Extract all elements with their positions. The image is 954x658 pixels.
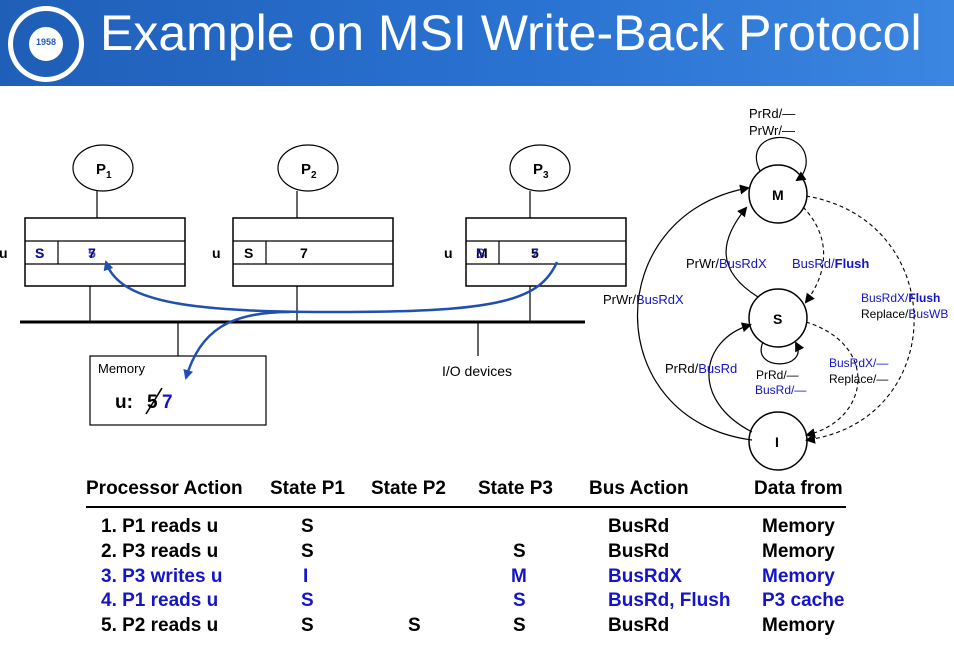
cell-action: 3. P3 writes u	[101, 566, 223, 587]
state-i-label: I	[775, 434, 779, 450]
title-bar: 1958 Example on MSI Write-Back Protocol	[0, 0, 954, 86]
s-to-m-label: PrWr/BusRdX	[686, 256, 767, 271]
state-s-label: S	[773, 311, 782, 327]
state-m-label: M	[772, 187, 784, 203]
cell-action: 5. P2 reads u	[101, 615, 219, 636]
p3-label: P3	[533, 161, 549, 181]
s-self-label-2: BusRd/—	[755, 383, 806, 397]
cell-p2: S	[408, 615, 421, 636]
col-header-p1: State P1	[270, 478, 345, 499]
col-header-bus: Bus Action	[589, 478, 689, 499]
s-to-i-label-2: Replace/—	[829, 372, 888, 386]
cell-from: Memory	[762, 516, 835, 537]
col-header-p3: State P3	[478, 478, 553, 499]
cache-p2-value: 7	[300, 245, 308, 261]
cell-bus: BusRdX	[608, 566, 682, 587]
slide-title: Example on MSI Write-Back Protocol	[100, 5, 922, 61]
cache-p1-state-old: S	[35, 245, 44, 261]
cell-p3: M	[511, 566, 527, 587]
m-to-i-label-1: BusRdX/Flush	[861, 291, 940, 305]
m-self-label-1: PrRd/—	[749, 106, 795, 121]
cache-p3-state-old: M	[476, 245, 488, 261]
cell-p3: S	[513, 590, 526, 611]
cache-p3-state-new: S	[476, 245, 485, 261]
m-to-i-label-2: Replace/BusWB	[861, 307, 948, 321]
cell-bus: BusRd	[608, 615, 670, 636]
cache-p1	[24, 217, 186, 287]
cell-p1: S	[301, 541, 314, 562]
cell-from: P3 cache	[762, 590, 845, 611]
cell-action: 4. P1 reads u	[101, 590, 219, 611]
cell-bus: BusRd	[608, 516, 670, 537]
m-self-label-2: PrWr/—	[749, 123, 795, 138]
m-to-s-label: BusRd/Flush	[792, 256, 869, 271]
table-row: 2. P3 reads u S S BusRd Memory	[0, 541, 954, 565]
table-row: 3. P3 writes u I M BusRdX Memory	[0, 566, 954, 590]
cache-p2	[232, 217, 394, 287]
i-to-m-label: PrWr/BusRdX	[603, 292, 684, 307]
cell-p1: S	[301, 516, 314, 537]
col-header-p2: State P2	[371, 478, 446, 499]
table-divider	[86, 506, 846, 508]
s-to-i-label-1: BusRdX/—	[829, 356, 888, 370]
state-s	[748, 288, 808, 348]
memory-strike	[145, 387, 163, 415]
cache-p1-value-old: 7	[88, 245, 96, 261]
logo-year: 1958	[35, 37, 57, 47]
university-logo: 1958	[8, 6, 84, 82]
table-row: 5. P2 reads u S S S BusRd Memory	[0, 615, 954, 639]
cell-p1: S	[301, 590, 314, 611]
cache-p3-tag: u	[444, 245, 453, 261]
processor-p3	[509, 144, 571, 192]
cache-p1-state-new: S	[35, 245, 44, 261]
cache-p3	[465, 217, 627, 287]
cell-bus: BusRd	[608, 541, 670, 562]
col-header-from: Data from	[754, 478, 843, 499]
flush-arrow-to-memory	[183, 310, 291, 380]
cell-bus: BusRd, Flush	[608, 590, 731, 611]
memory-box	[89, 355, 267, 426]
cell-p1: I	[303, 566, 309, 587]
table-row: 4. P1 reads u S S BusRd, Flush P3 cache	[0, 590, 954, 614]
cache-p1-tag: u	[0, 245, 8, 261]
cache-p1-value-new: 5	[88, 245, 96, 261]
i-to-s-label: PrRd/BusRd	[665, 361, 737, 376]
cache-p2-state: S	[244, 245, 253, 261]
cell-from: Memory	[762, 615, 835, 636]
cell-action: 1. P1 reads u	[101, 516, 219, 537]
processor-p1	[72, 144, 134, 192]
memory-label: Memory	[98, 361, 145, 376]
cell-from: Memory	[762, 566, 835, 587]
p2-label: P2	[301, 161, 317, 181]
col-header-action: Processor Action	[86, 478, 243, 499]
table-row: 1. P1 reads u S BusRd Memory	[0, 516, 954, 540]
flush-arrow-to-p1	[103, 260, 559, 314]
cell-p1: S	[301, 615, 314, 636]
memory-var: u:	[115, 392, 133, 413]
cell-p3: S	[513, 615, 526, 636]
memory-new-value: 7	[162, 392, 173, 413]
io-devices-label: I/O devices	[442, 363, 512, 379]
s-self-label-1: PrRd/—	[756, 368, 799, 382]
cell-p3: S	[513, 541, 526, 562]
processor-p2	[277, 144, 339, 192]
logo-center	[28, 26, 64, 62]
cell-from: Memory	[762, 541, 835, 562]
p1-label: P1	[96, 161, 112, 181]
cell-action: 2. P3 reads u	[101, 541, 219, 562]
cache-p2-tag: u	[212, 245, 221, 261]
cache-p3-value-old: 5	[531, 245, 539, 261]
cache-p3-value-new: 7	[531, 245, 539, 261]
